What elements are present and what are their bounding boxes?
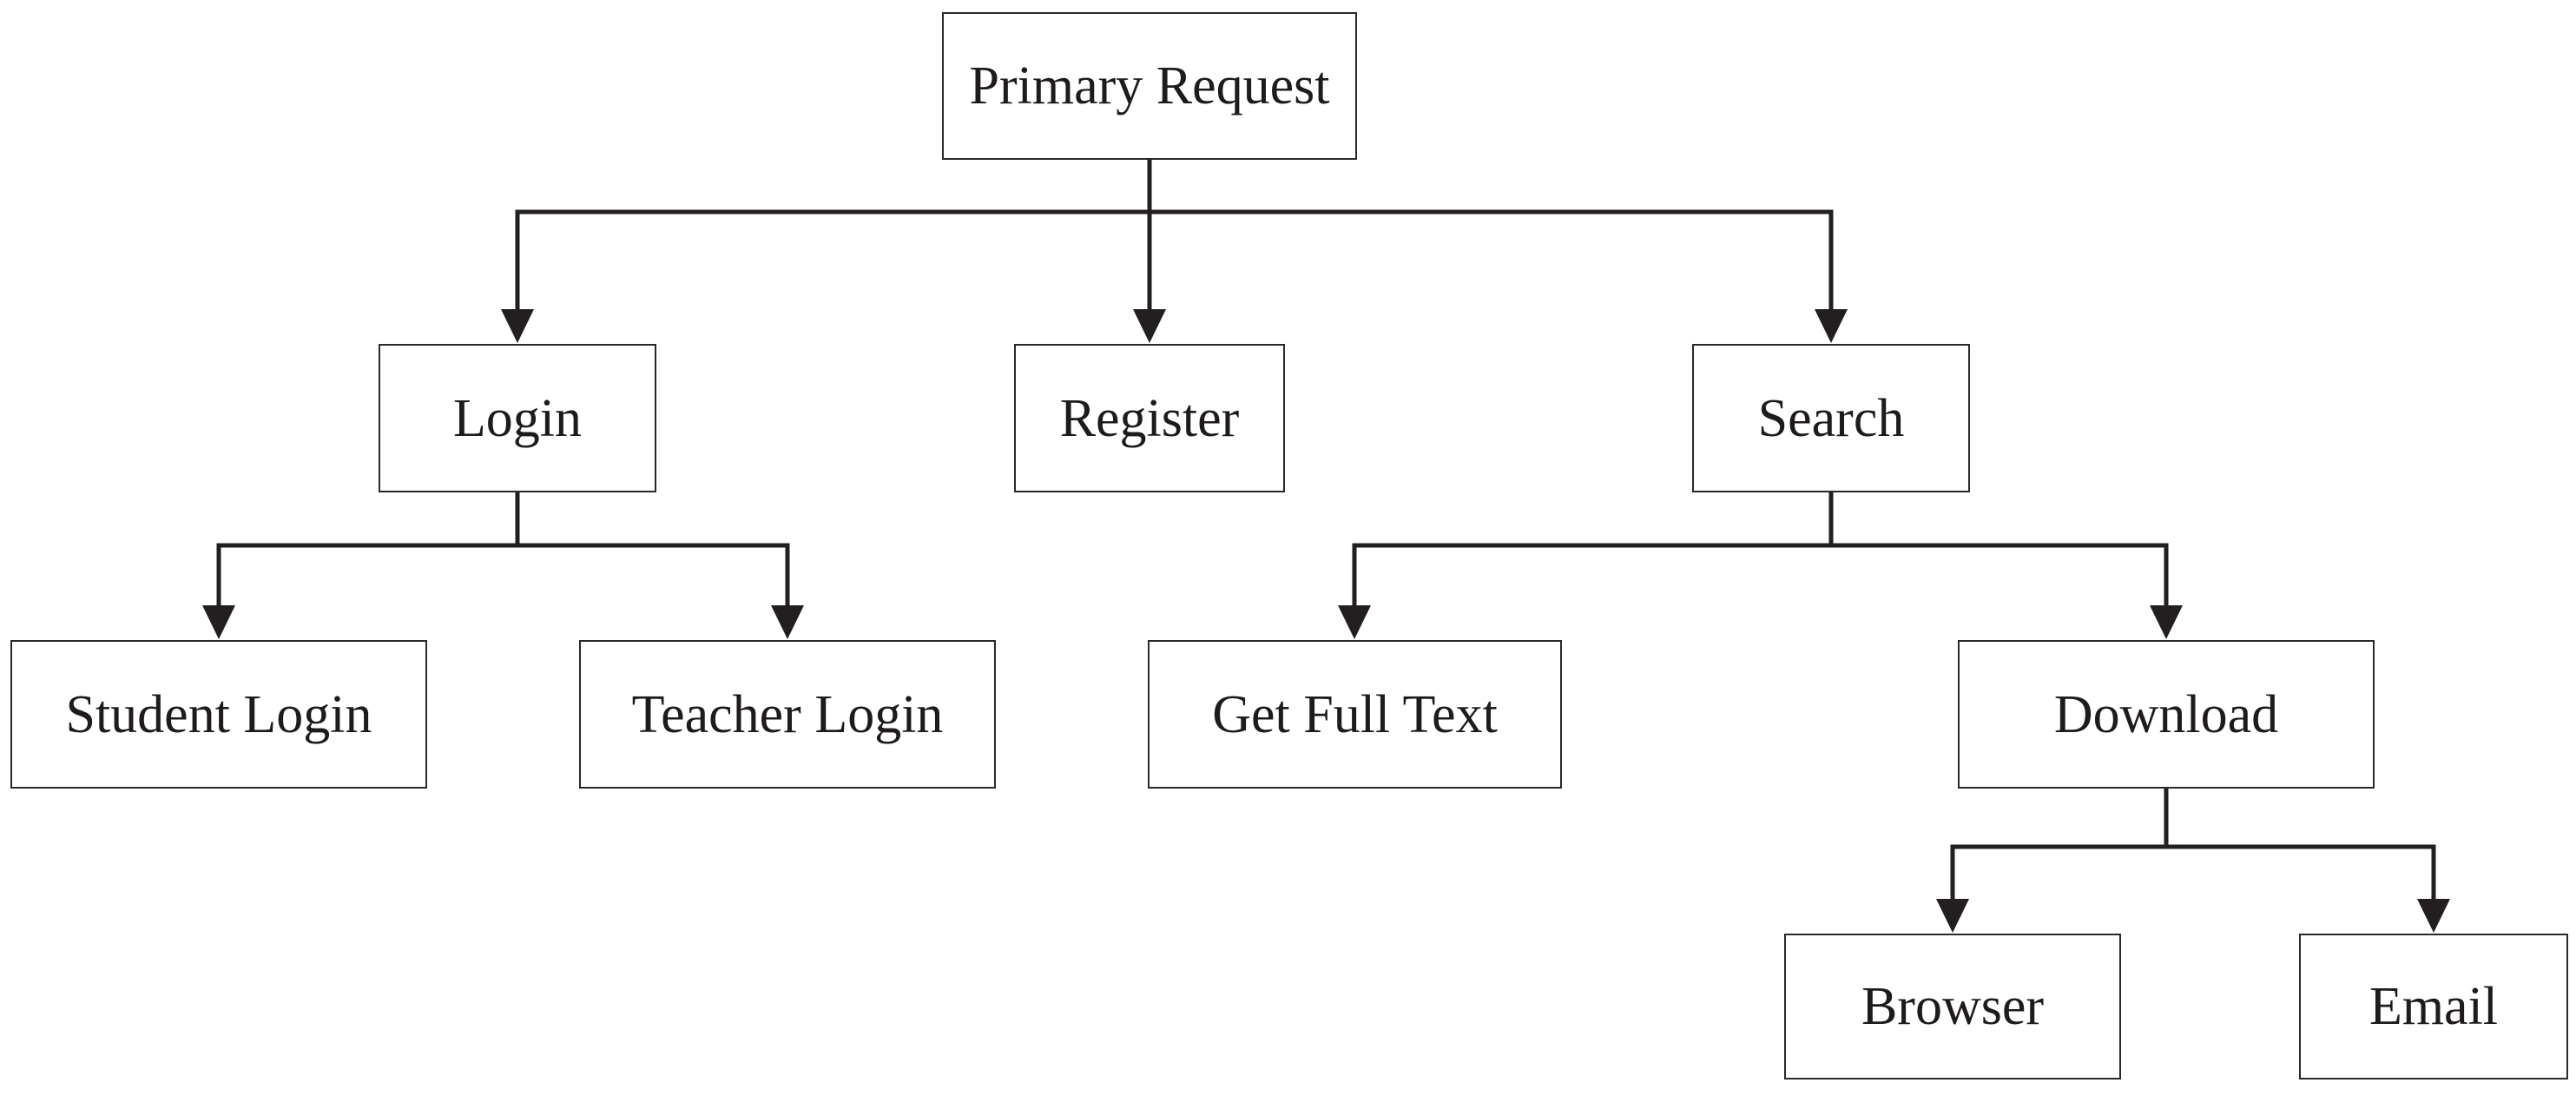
node-register: Register <box>1014 344 1285 492</box>
node-email: Email <box>2299 934 2568 1079</box>
node-get-full-text: Get Full Text <box>1148 640 1562 789</box>
node-search: Search <box>1692 344 1970 492</box>
connector-download-to-children <box>1950 789 2436 902</box>
node-teacher-login: Teacher Login <box>579 640 996 789</box>
arrowhead-email <box>2417 899 2450 933</box>
node-download-label: Download <box>2053 684 2279 744</box>
node-get-full-text-label: Get Full Text <box>1212 684 1498 744</box>
node-student-login-label: Student Login <box>65 684 372 744</box>
node-email-label: Email <box>2368 977 2499 1036</box>
node-login-label: Login <box>452 388 583 448</box>
node-student-login: Student Login <box>10 640 427 789</box>
connector-login-to-children <box>216 492 790 609</box>
arrowhead-login <box>501 309 534 343</box>
node-download: Download <box>1958 640 2375 789</box>
arrowhead-download <box>2150 605 2183 639</box>
node-search-label: Search <box>1757 388 1905 448</box>
node-register-label: Register <box>1059 388 1240 448</box>
arrowhead-teacher-login <box>771 605 804 639</box>
connector-primary-to-children <box>515 160 1834 313</box>
node-browser: Browser <box>1784 934 2121 1079</box>
node-primary-request-label: Primary Request <box>969 56 1330 116</box>
arrowhead-search <box>1815 309 1848 343</box>
arrowhead-get-full-text <box>1338 605 1371 639</box>
node-primary-request: Primary Request <box>942 12 1357 160</box>
arrowhead-student-login <box>202 605 235 639</box>
connector-search-to-children <box>1352 492 2169 609</box>
node-teacher-login-label: Teacher Login <box>631 684 944 744</box>
arrowhead-register <box>1133 309 1166 343</box>
arrowhead-browser <box>1936 899 1969 933</box>
node-login: Login <box>379 344 656 492</box>
node-browser-label: Browser <box>1861 977 2045 1036</box>
